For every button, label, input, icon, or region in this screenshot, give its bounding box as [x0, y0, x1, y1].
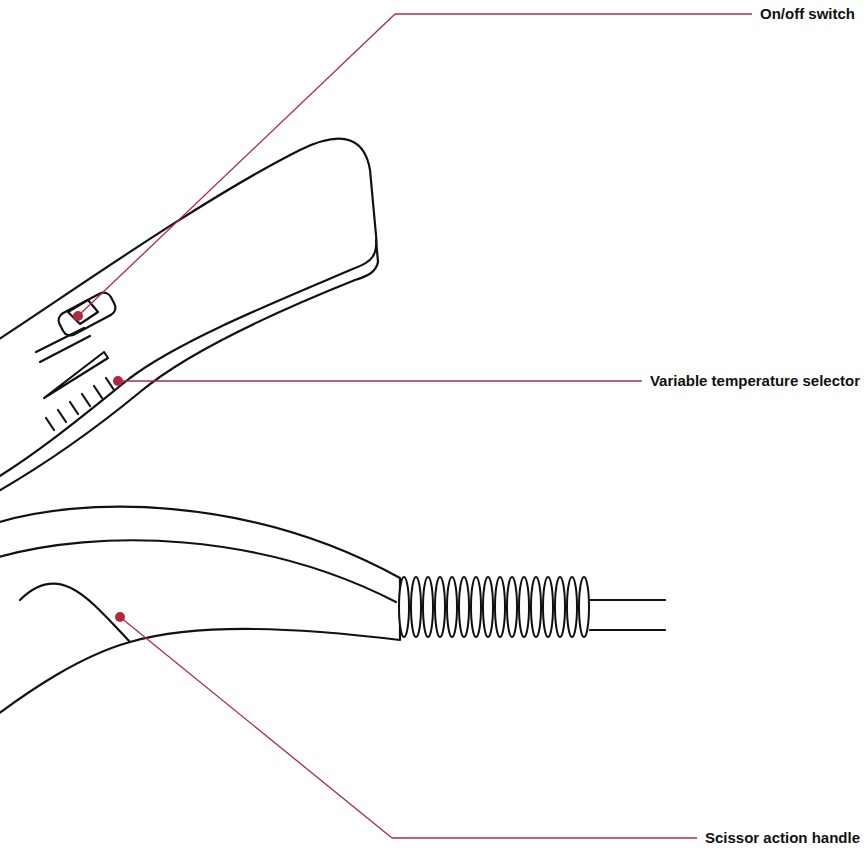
lower-handle [0, 507, 400, 720]
coil-turn [495, 577, 505, 637]
upper-arm-side [0, 240, 378, 496]
leader-line [395, 13, 752, 14]
coil-turn [579, 577, 589, 637]
part-label: On/off switch [760, 5, 855, 23]
coil-turn [567, 577, 577, 637]
temperature-ridges [46, 378, 114, 430]
leader-line [392, 837, 697, 838]
coil-turn [399, 577, 409, 637]
coil-turn [483, 577, 493, 637]
coil-turn [447, 577, 457, 637]
coil-turn [435, 577, 445, 637]
coil-turn [423, 577, 433, 637]
leader-line [120, 617, 392, 838]
coil-turn [411, 577, 421, 637]
leader-line [78, 14, 395, 316]
switch-slot [56, 290, 118, 338]
leader-dot [115, 612, 125, 622]
leader-line [118, 380, 642, 381]
coil-turn [543, 577, 553, 637]
part-label: Variable temperature selector [650, 372, 860, 390]
coil-turn [555, 577, 565, 637]
handle-edge [20, 583, 130, 642]
coil-turn [519, 577, 529, 637]
cord-spring [399, 577, 589, 637]
handle-groove [0, 540, 396, 602]
switch-lines [36, 328, 90, 362]
power-cord [590, 600, 665, 630]
coil-turn [507, 577, 517, 637]
leader-dot [73, 311, 83, 321]
coil-turn [471, 577, 481, 637]
part-label: Scissor action handle [705, 829, 860, 847]
upper-arm [0, 139, 376, 482]
coil-turn [459, 577, 469, 637]
coil-turn [531, 577, 541, 637]
